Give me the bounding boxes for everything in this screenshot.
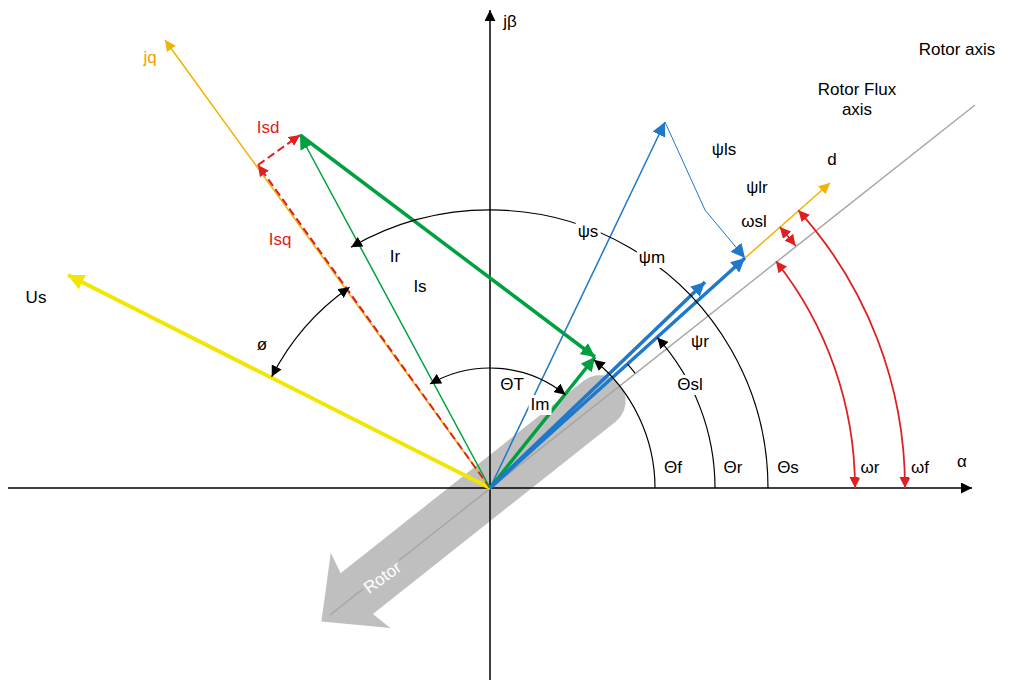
rotor-axis-line bbox=[330, 105, 975, 615]
vector-label: Is bbox=[411, 277, 428, 297]
theta-f-arc bbox=[594, 360, 655, 488]
phi-arc bbox=[272, 287, 350, 377]
q-axis bbox=[165, 40, 490, 488]
omega-r-arc bbox=[776, 261, 855, 488]
vector-label: Ir bbox=[388, 247, 402, 267]
theta-r-arc bbox=[657, 337, 715, 488]
axis-label: Rotor axis bbox=[917, 40, 998, 60]
rotor-flux-vector bbox=[490, 258, 745, 488]
omega-sl-arc bbox=[780, 227, 796, 246]
axis-label: α bbox=[955, 452, 969, 472]
stator-current-vector bbox=[300, 135, 490, 488]
rotor-current-vector bbox=[300, 135, 595, 357]
axis-label: jβ bbox=[501, 12, 519, 32]
current-component-label: Isq bbox=[267, 230, 294, 250]
axis-label: d bbox=[825, 150, 838, 170]
vector-label: ψm bbox=[637, 248, 667, 268]
angle-label: Θf bbox=[662, 458, 684, 478]
beta-axis bbox=[489, 10, 491, 680]
axis-label: Rotor Flux axis bbox=[807, 80, 907, 120]
vector-label: ψr bbox=[689, 332, 711, 352]
voltage-vector bbox=[68, 275, 490, 488]
omega-f-arc bbox=[798, 210, 905, 488]
angle-label: ø bbox=[255, 335, 269, 355]
angle-label: ωr bbox=[859, 458, 882, 478]
current-component-label: Isd bbox=[255, 118, 282, 138]
stator-leakage-flux bbox=[665, 122, 705, 210]
vector-label: Im bbox=[529, 395, 552, 415]
angle-label: Θs bbox=[775, 458, 801, 478]
axis-label: jq bbox=[141, 48, 158, 68]
angle-label: ΘT bbox=[498, 375, 526, 395]
angle-label: ωsl bbox=[739, 212, 769, 232]
isd-vector bbox=[258, 135, 300, 165]
vector-label: ψls bbox=[710, 140, 738, 160]
stator-flux-vector bbox=[490, 122, 665, 488]
theta-s-arc bbox=[351, 210, 768, 488]
theta-sl-arc bbox=[628, 364, 636, 373]
angle-label: Θsl bbox=[675, 375, 705, 395]
vector-label: ψs bbox=[576, 222, 601, 242]
angle-label: Θr bbox=[722, 458, 745, 478]
vector-label: Us bbox=[24, 288, 49, 308]
vector-label: ψlr bbox=[744, 178, 770, 198]
angle-label: ωf bbox=[909, 458, 931, 478]
isq-vector bbox=[258, 165, 490, 488]
theta-t-arc bbox=[430, 368, 566, 395]
